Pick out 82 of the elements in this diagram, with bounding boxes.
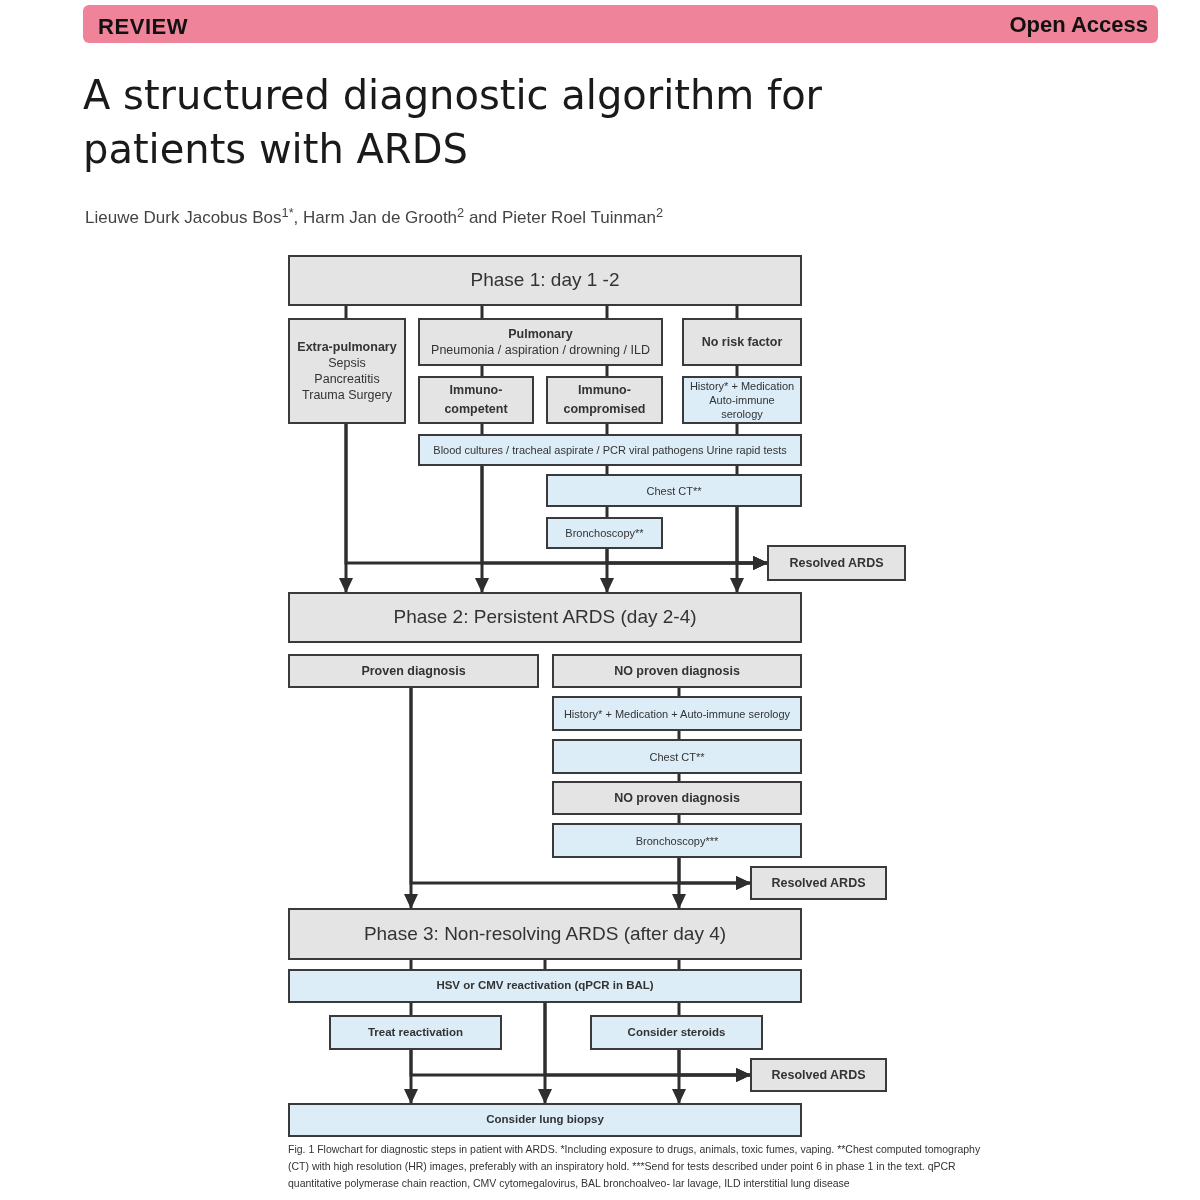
figure-caption: Fig. 1 Flowchart for diagnostic steps in patient with ARDS. *Including exposure to drugs, animals, toxic fumes, vaping. **Chest computed tomography (CT) with high resolution (HR) images, preferably with an inspiratory hold. ***Send for tests described under point 6 in phase 1 in the text. qPCR quantitative polymerase chain reaction, CMV cytomegalovirus, BAL bronchoalveo- lar lavage, ILD interstitial lung disease bbox=[288, 1142, 982, 1191]
box-label: Consider lung biopsy bbox=[486, 1112, 604, 1128]
box-heading: Pulmonary bbox=[508, 326, 573, 342]
box-heading: Extra-pulmonary bbox=[297, 339, 397, 355]
connector-line bbox=[677, 688, 681, 696]
article-type: REVIEW bbox=[98, 13, 189, 41]
connector-line bbox=[735, 306, 739, 318]
connector-line bbox=[605, 466, 609, 474]
article-title: A structured diagnostic algorithm for patients with ARDS bbox=[83, 71, 824, 174]
process-box bbox=[288, 908, 802, 960]
connector-line bbox=[677, 1003, 681, 1015]
connector-line bbox=[605, 306, 609, 318]
box-label: Immuno- competent bbox=[443, 382, 509, 418]
box-label: Consider steroids bbox=[627, 1024, 726, 1040]
connector-line bbox=[735, 466, 739, 474]
box-label: Chest CT** bbox=[646, 483, 702, 498]
connector-line bbox=[677, 731, 681, 739]
connector-line bbox=[677, 960, 681, 969]
box-label: Phase 2: Persistent ARDS (day 2-4) bbox=[393, 605, 697, 630]
process-box bbox=[552, 823, 802, 858]
arrow bbox=[677, 1050, 751, 1082]
box-label: Phase 3: Non-resolving ARDS (after day 4) bbox=[363, 921, 727, 946]
process-box bbox=[750, 1058, 887, 1092]
process-box bbox=[546, 517, 663, 549]
process-box bbox=[552, 696, 802, 731]
process-box bbox=[288, 969, 802, 1003]
box-label: Treat reactivation bbox=[367, 1024, 464, 1040]
arrow bbox=[677, 858, 751, 890]
connector-line bbox=[409, 1003, 413, 1015]
process-box bbox=[288, 255, 802, 306]
process-box bbox=[288, 592, 802, 643]
process-box bbox=[552, 654, 802, 688]
connector-line bbox=[677, 774, 681, 781]
box-label: Blood cultures / tracheal aspirate / PCR viral pathogens Urine rapid tests bbox=[433, 443, 787, 457]
process-box bbox=[288, 654, 539, 688]
connector-line bbox=[735, 424, 739, 434]
box-label: History* + Medication + Auto-immune serology bbox=[563, 706, 791, 721]
box-label: History* + Medication Auto-immune serology bbox=[688, 379, 796, 421]
box-label: Sepsis Pancreatitis Trauma Surgery bbox=[301, 355, 393, 403]
process-box bbox=[682, 376, 802, 424]
process-box bbox=[546, 376, 663, 424]
connector-line bbox=[605, 507, 609, 517]
box-label: Bronchoscopy*** bbox=[635, 833, 719, 848]
box-label: NO proven diagnosis bbox=[614, 789, 740, 807]
box-label: HSV or CMV reactivation (qPCR in BAL) bbox=[436, 978, 654, 994]
process-box bbox=[767, 545, 906, 581]
box-label: Resolved ARDS bbox=[789, 554, 884, 572]
process-box bbox=[418, 318, 663, 366]
connector-line bbox=[344, 306, 348, 318]
box-label: Chest CT** bbox=[649, 749, 705, 764]
box-label: Proven diagnosis bbox=[361, 662, 466, 680]
connector-line bbox=[605, 366, 609, 376]
access-label: Open Access bbox=[1009, 11, 1148, 39]
connector-line bbox=[480, 424, 484, 434]
connector-line bbox=[480, 306, 484, 318]
box-label: Resolved ARDS bbox=[771, 874, 866, 892]
process-box bbox=[682, 318, 802, 366]
connector-line bbox=[543, 960, 547, 969]
box-label: NO proven diagnosis bbox=[614, 662, 740, 680]
process-box bbox=[590, 1015, 763, 1050]
process-box bbox=[288, 318, 406, 424]
author-list: Lieuwe Durk Jacobus Bos$^{1*}$, Harm Jan de Grooth$^{2}$ and Pieter Roel Tuinman$^{2}$ bbox=[85, 205, 664, 231]
box-label: Resolved ARDS bbox=[771, 1066, 866, 1084]
arrow bbox=[735, 507, 768, 570]
box-label: Pneumonia / aspiration / drowning / ILD bbox=[431, 342, 650, 358]
box-label: Immuno- compromised bbox=[562, 382, 647, 418]
process-box bbox=[288, 1103, 802, 1137]
box-label: Bronchoscopy** bbox=[565, 526, 644, 540]
process-box bbox=[329, 1015, 502, 1050]
process-box bbox=[418, 434, 802, 466]
connector-line bbox=[409, 960, 413, 969]
connector-line bbox=[605, 424, 609, 434]
connector-line bbox=[677, 815, 681, 823]
process-box bbox=[552, 739, 802, 774]
process-box bbox=[552, 781, 802, 815]
process-box bbox=[418, 376, 534, 424]
process-box bbox=[750, 866, 887, 900]
process-box bbox=[546, 474, 802, 507]
connector-line bbox=[735, 366, 739, 376]
connector-line bbox=[480, 366, 484, 376]
box-label: Phase 1: day 1 -2 bbox=[470, 268, 620, 293]
box-label: No risk factor bbox=[701, 333, 783, 351]
